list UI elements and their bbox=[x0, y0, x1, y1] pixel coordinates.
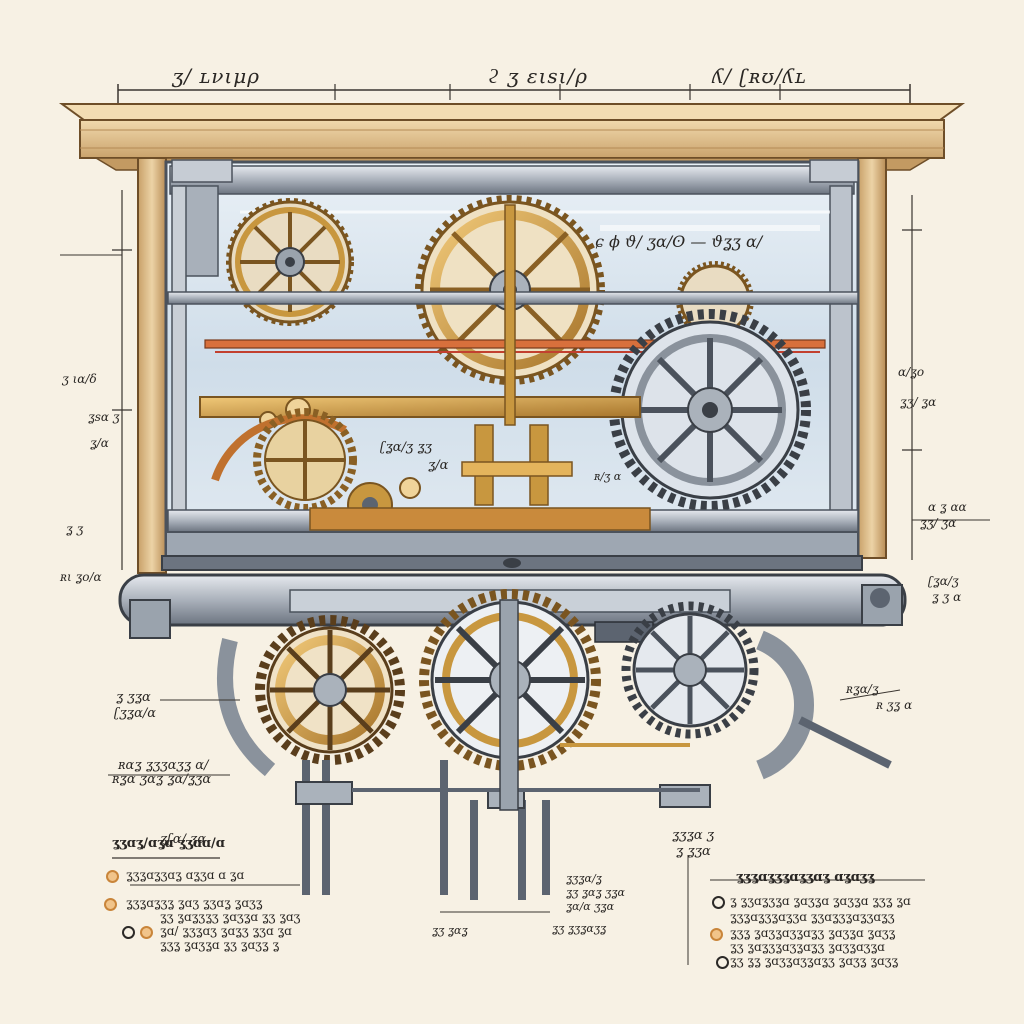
bullet-icon bbox=[140, 926, 153, 939]
right-label-6: ʓ ʒ ɑ bbox=[932, 590, 962, 604]
left-label-2: ʓsɑ ʒ bbox=[88, 410, 120, 424]
right-small-label-3: ʓ ʓʒɑ bbox=[676, 844, 711, 859]
bottom-mid-label: ʓʒ ʓɑʓ bbox=[432, 924, 468, 937]
notes-left-line-5: ʓʒʓ ʓɑʒʓɑ ʓʒ ʓɑʒʓ ʓ bbox=[160, 938, 280, 952]
right-label-2: ʓʒ/ ʓɑ bbox=[900, 395, 937, 409]
bottom-center-label-1: ʓʒʓɑ/ʓ bbox=[566, 872, 602, 885]
bullet-icon bbox=[712, 896, 725, 909]
lower-left-label-2: ʗʒʓɑ/ɑ bbox=[114, 706, 157, 721]
lower-left-label-1: ʓ ʒʓɑ bbox=[116, 690, 151, 705]
notes-left-line-1: ʓʒʓɑʓʒɑʓ ɑʓʒɑ ɑ ʓɑ bbox=[126, 868, 245, 882]
bottom-center-label-2: ʓʒ ʓɑʓ ʒʓɑ bbox=[566, 886, 625, 899]
bullet-icon bbox=[104, 898, 117, 911]
notes-left-line-4: ʓɑ/ ʓʒʓɑʒ ʓɑʓʒ ʓʒɑ ʓɑ bbox=[160, 924, 292, 938]
right-label-1: ɑ/ʓo bbox=[898, 365, 925, 379]
stack-label-2: ʀʓɑ ʒɑʓ ʓɑ/ʓʒɑ bbox=[112, 772, 212, 787]
right-small-label-2: ʓʒʓɑ ʒ bbox=[672, 828, 715, 843]
left-label-5: ʀι ʓo/ɑ bbox=[60, 570, 102, 584]
right-label-8: ʀ ʒʓ ɑ bbox=[876, 698, 913, 712]
lower-left-label-3: ʓʗɑ/ ʒɑ bbox=[160, 832, 207, 847]
notes-left-line-3: ʓʒ ʓɑʓʒʓʒ ʓɑʒʓɑ ʓʒ ʓɑʒ bbox=[160, 910, 301, 924]
center-label-2: ʓ/ɑ bbox=[428, 458, 449, 473]
notes-right-line-2: ʓʒʓɑʓʒʓɑʓʒɑ ʓʒɑʓʒʓɑʓʒɑʓʒ bbox=[730, 910, 895, 924]
notes-right-line-3: ʓʒʓ ʓɑʒʓɑʒʓɑʓʒ ʓɑʒʓɑ ʓɑʒʓ bbox=[730, 926, 896, 940]
left-label-1: ʒ ιɑ/δ bbox=[62, 372, 97, 386]
side-dimension-lines bbox=[60, 190, 990, 570]
stack-label-1: ʀɑʓ ʓʒʒɑʒʓ ɑ/ bbox=[118, 758, 209, 773]
left-label-4: ʓ ʒ bbox=[66, 522, 84, 536]
bullet-icon bbox=[122, 926, 135, 939]
notes-left-line-2: ʓʒʓɑʓʒʓ ʓɑʒ ʓʒɑʓ ʓɑʒʓ bbox=[126, 896, 263, 910]
notes-right-line-5: ʓʒ ʓʓ ʓɑʒʓɑʒʓɑʓʒ ʓɑʒʓ ʓɑʒʓ bbox=[730, 954, 899, 968]
bullet-icon bbox=[710, 928, 723, 941]
upper-left-gear bbox=[226, 198, 354, 326]
notes-right-line-4: ʓʒ ʓɑʓʒʓɑʒʓɑʓʒ ʓɑʒʓɑʒʓɑ bbox=[730, 940, 885, 954]
wooden-posts bbox=[137, 157, 887, 574]
support-legs bbox=[295, 599, 711, 900]
top-label-center: ϩ ʒ ειsι/ρ bbox=[488, 64, 589, 88]
right-small-label: ʀ/ʒ ɑ bbox=[594, 470, 622, 483]
bottom-center-label-4: ʓʒ ʓʒʓɑʒʓ bbox=[552, 922, 607, 935]
right-label-3: ɑ ʓ ɑɑ bbox=[928, 500, 967, 514]
top-dimension-line bbox=[117, 84, 911, 104]
bullet-icon bbox=[106, 870, 119, 883]
left-label-3: ʓ/ɑ bbox=[90, 436, 109, 450]
right-label-7: ʀʓɑ/ʓ bbox=[846, 682, 879, 696]
top-label-left: ʒ/ ʟνιμρ bbox=[172, 64, 260, 88]
top-label-right: ʎ/ ʗʀʊ/ʎʟ bbox=[712, 64, 807, 88]
glass-script-label: ɕ ϕ ϑ/ ʒɑ/ʘ — ϑʓʒ ɑ/ bbox=[595, 232, 763, 251]
center-label: ʗʓɑ/ʒ ʓʒ bbox=[380, 440, 432, 455]
lower-left-gear bbox=[217, 615, 405, 777]
right-label-4: ʓʒ/ ʒɑ bbox=[920, 516, 957, 530]
notes-right-line-1: ʓ ʓʒɑʓʒʓɑ ʓɑʒʓɑ ʓɑʒʓɑ ʓʒʓ ʓɑ bbox=[730, 894, 911, 908]
leader-lines bbox=[108, 689, 925, 965]
notes-right-title: ʓʒʓɑʓʒʓɑʓʒɑʓ ɑʓɑʒʓ bbox=[736, 870, 875, 885]
lower-right-gear bbox=[621, 601, 892, 780]
notes-left-title: ʓʒɑʓ/ɑʓɑ ʓʒɑɑ/ɑ bbox=[112, 836, 225, 851]
cabinet-bottom-rail bbox=[161, 507, 863, 571]
bottom-center-label-3: ʓɑ/ɑ ʒʓɑ bbox=[566, 900, 615, 913]
undercarriage-cylinder bbox=[118, 573, 907, 643]
bullet-icon bbox=[716, 956, 729, 969]
right-label-5: ʗʓɑ/ʒ bbox=[928, 574, 959, 588]
